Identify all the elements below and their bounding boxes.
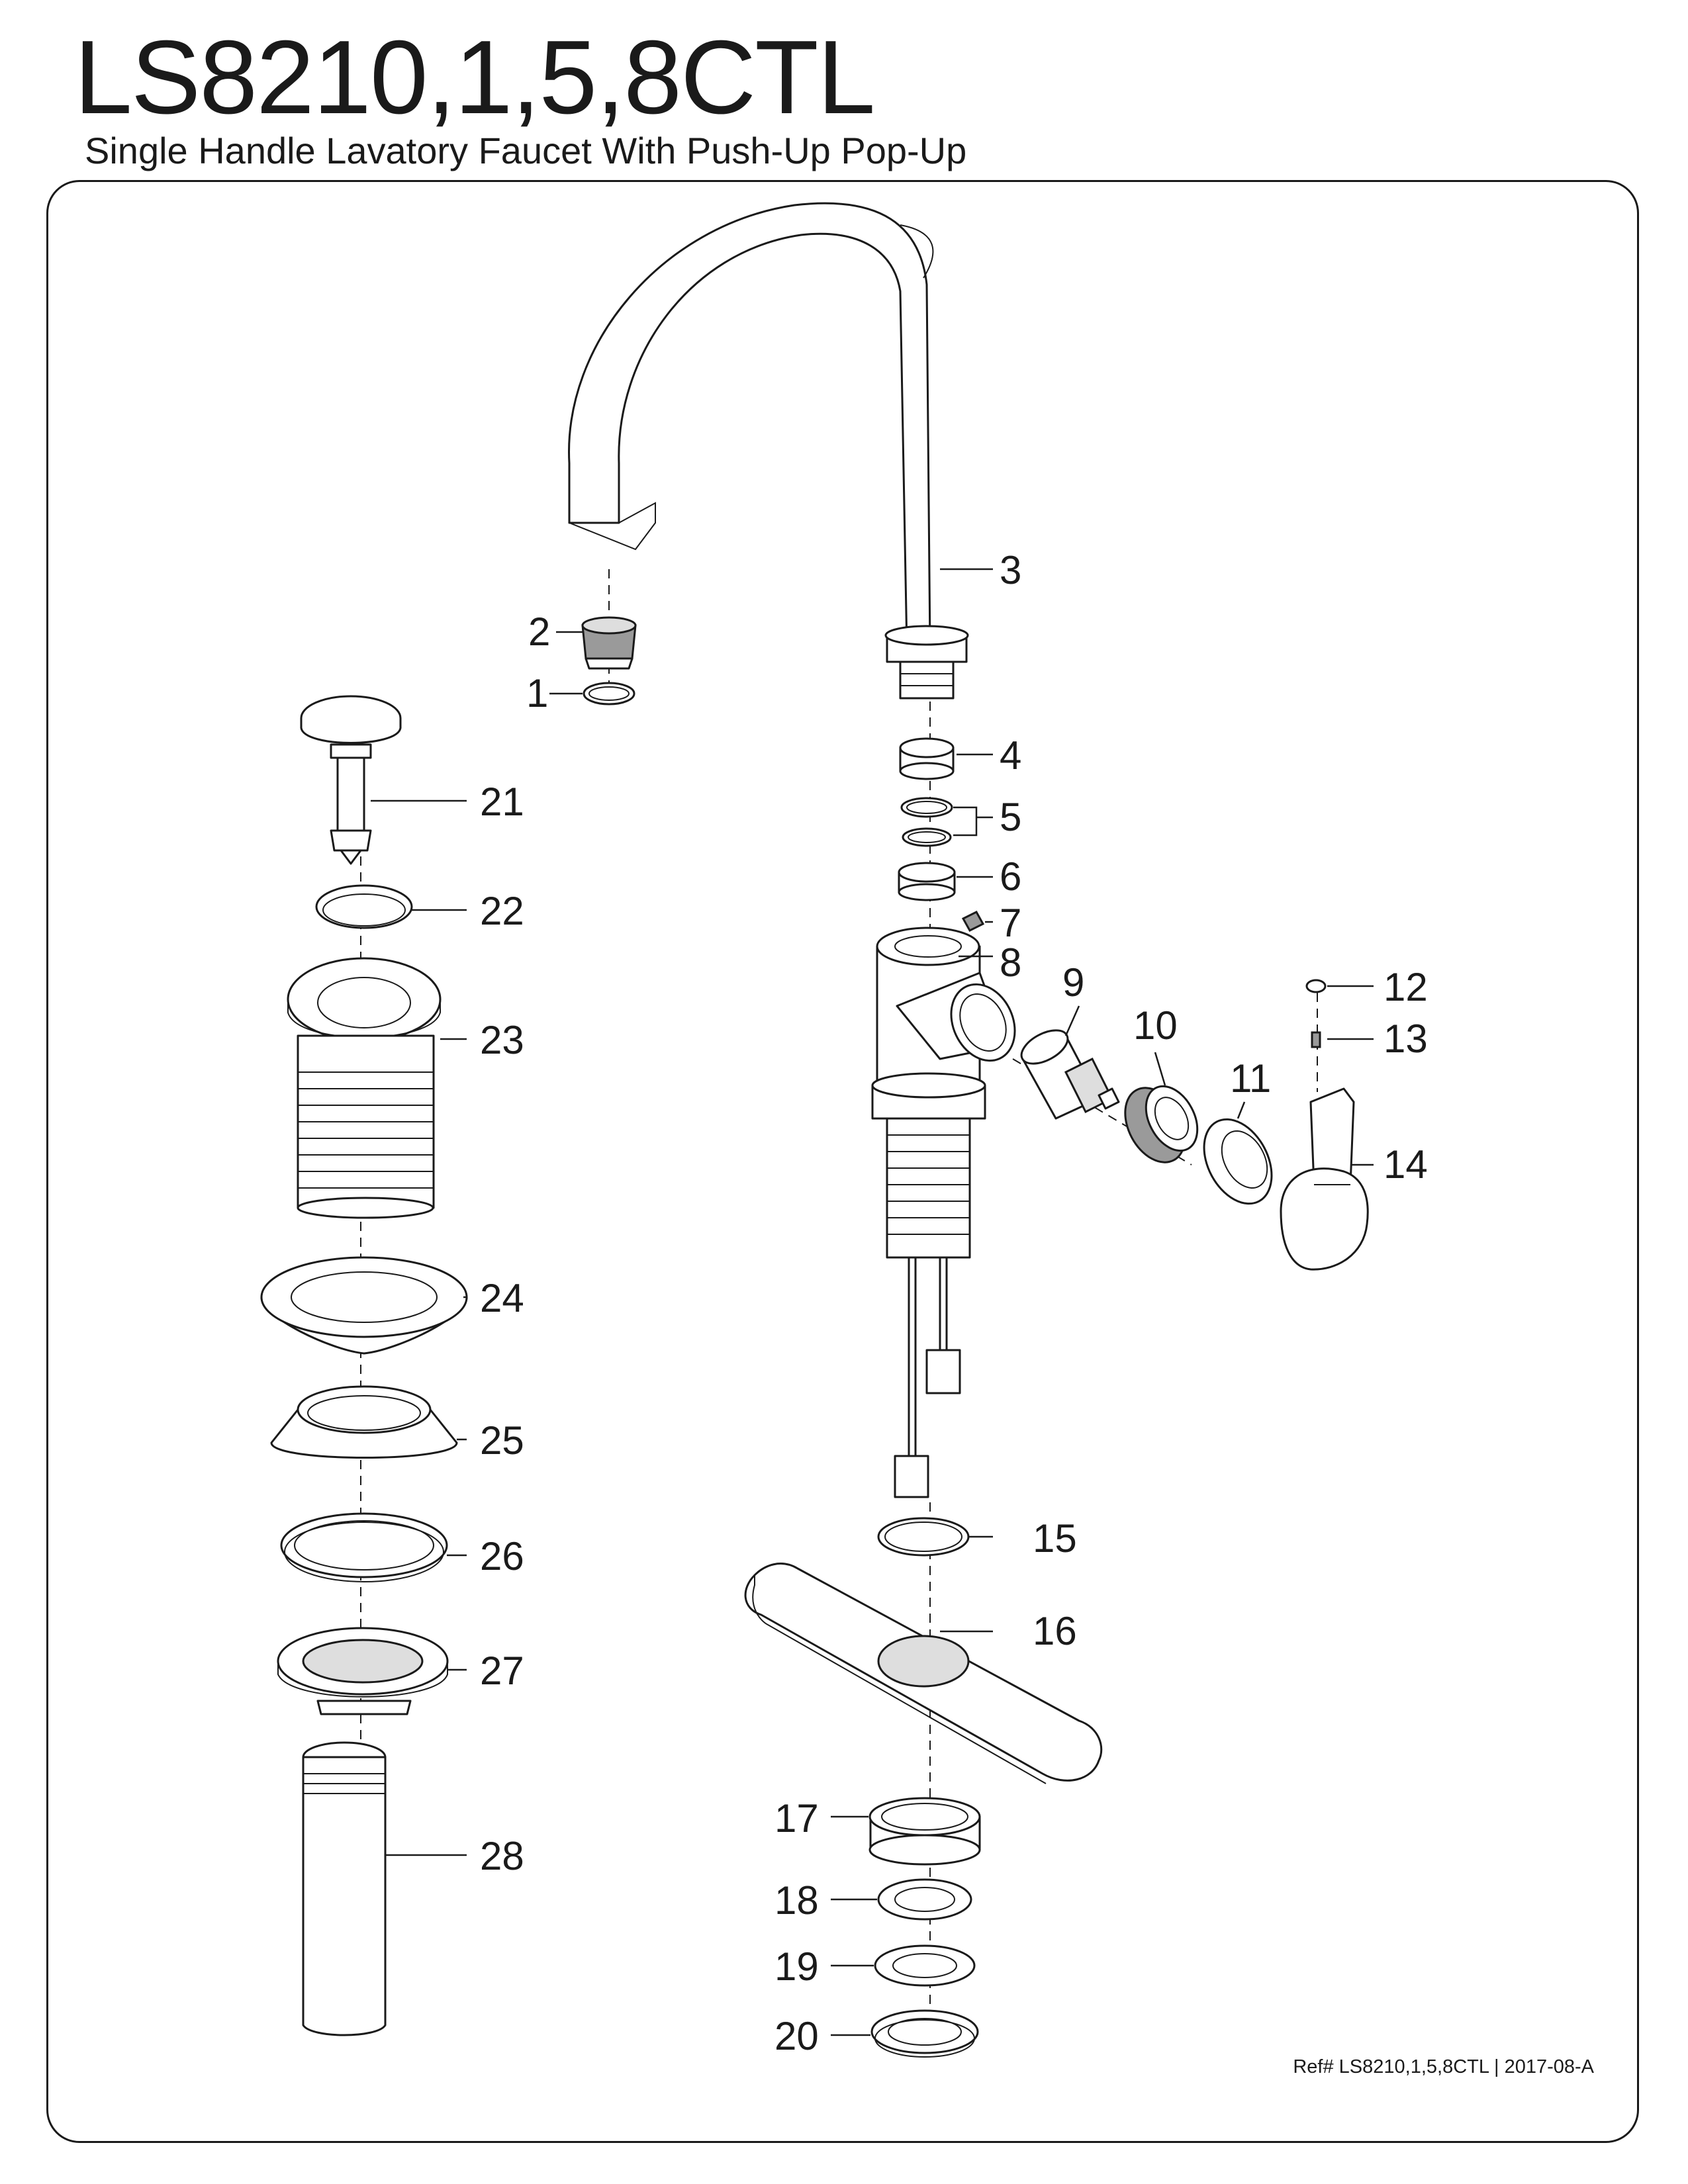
callout-26: 26 <box>480 1534 524 1578</box>
o-ring-part-1 <box>583 682 635 705</box>
deck-plate-part-16 <box>744 1563 1103 1784</box>
callout-16: 16 <box>1033 1609 1077 1653</box>
callout-8: 8 <box>1000 940 1021 985</box>
mounting-nut-part-20 <box>870 2009 979 2058</box>
cartridge-part-9 <box>1020 1029 1120 1120</box>
callout-27: 27 <box>480 1649 524 1693</box>
model-number-title: LS8210,1,5,8CTL <box>74 19 876 136</box>
callout-11: 11 <box>1230 1056 1271 1101</box>
gasket-part-15 <box>877 1517 970 1557</box>
cone-washer-part-24 <box>260 1256 468 1355</box>
faucet-body-part-8 <box>871 927 1016 1498</box>
callout-7: 7 <box>1000 901 1021 945</box>
washer-part-5b <box>902 827 952 847</box>
callout-6: 6 <box>1000 854 1021 899</box>
callout-4: 4 <box>1000 733 1021 778</box>
handle-cap-part-11 <box>1203 1118 1273 1205</box>
drain-body-part-23 <box>287 957 442 1219</box>
diagram-frame <box>46 180 1639 2143</box>
spout-part-3 <box>568 202 969 700</box>
callout-23: 23 <box>480 1018 524 1062</box>
aerator-part-2 <box>581 616 637 670</box>
product-description: Single Handle Lavatory Faucet With Push-… <box>85 130 967 171</box>
callout-19: 19 <box>774 1944 819 1989</box>
callout-17: 17 <box>774 1796 819 1841</box>
friction-washer-part-25 <box>270 1385 458 1459</box>
callout-22: 22 <box>480 889 524 933</box>
gasket-part-26 <box>280 1512 448 1582</box>
index-button-part-12 <box>1305 979 1327 993</box>
handle-screw-part-13 <box>1311 1031 1321 1048</box>
callout-5: 5 <box>1000 795 1021 839</box>
locknut-part-27 <box>277 1627 449 1715</box>
nut-part-6 <box>898 862 956 901</box>
callout-15: 15 <box>1033 1516 1077 1561</box>
callout-9: 9 <box>1062 960 1084 1005</box>
tailpiece-part-28 <box>302 1741 387 2036</box>
callout-14: 14 <box>1383 1142 1428 1187</box>
callout-24: 24 <box>480 1276 524 1320</box>
callout-1: 1 <box>526 671 548 715</box>
spacer-part-17 <box>868 1797 981 1866</box>
washer-part-19 <box>874 1944 976 1987</box>
callout-28: 28 <box>480 1834 524 1878</box>
pop-up-stopper-part-21 <box>300 695 402 865</box>
callout-25: 25 <box>480 1418 524 1463</box>
callout-10: 10 <box>1133 1003 1178 1048</box>
reference-note: Ref# LS8210,1,5,8CTL | 2017-08-A <box>1293 2056 1594 2077</box>
nut-part-4 <box>899 737 955 780</box>
handle-part-14 <box>1280 1087 1369 1271</box>
callout-3: 3 <box>1000 548 1021 592</box>
callout-12: 12 <box>1383 965 1428 1009</box>
flange-seal-part-22 <box>315 884 413 929</box>
callout-2: 2 <box>528 610 550 654</box>
set-screw-part-7 <box>961 911 985 932</box>
callout-21: 21 <box>480 780 524 824</box>
washer-part-18 <box>877 1878 972 1921</box>
callout-13: 13 <box>1383 1017 1428 1061</box>
callout-18: 18 <box>774 1878 819 1923</box>
bonnet-nut-part-10 <box>1124 1085 1199 1163</box>
callout-20: 20 <box>774 2014 819 2058</box>
